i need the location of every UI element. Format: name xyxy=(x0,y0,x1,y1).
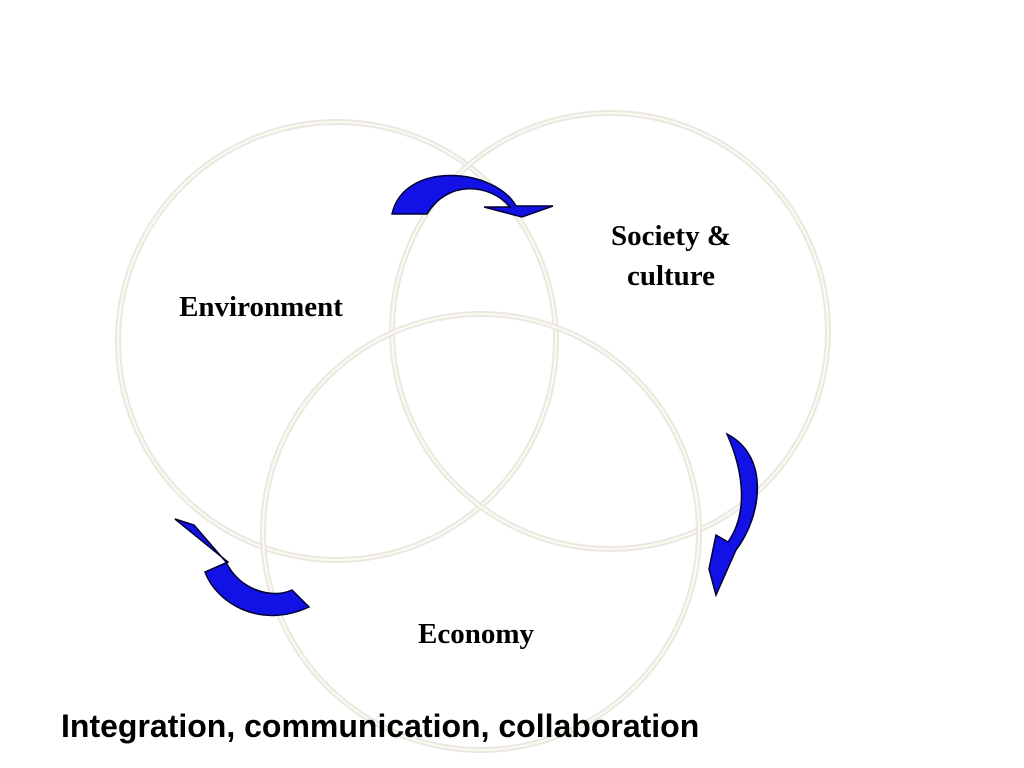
curved-arrow-icon xyxy=(174,518,311,617)
label-environment: Environment xyxy=(179,291,343,323)
curved-arrow-icon xyxy=(391,174,554,218)
label-economy: Economy xyxy=(418,618,535,650)
caption: Integration, communication, collaboratio… xyxy=(61,708,700,744)
circle-economy xyxy=(260,311,702,753)
label-society-line-2: culture xyxy=(627,260,715,292)
curved-arrow-icon xyxy=(708,432,759,598)
circle-environment xyxy=(115,119,559,563)
label-society-line-1: Society & xyxy=(611,220,731,252)
